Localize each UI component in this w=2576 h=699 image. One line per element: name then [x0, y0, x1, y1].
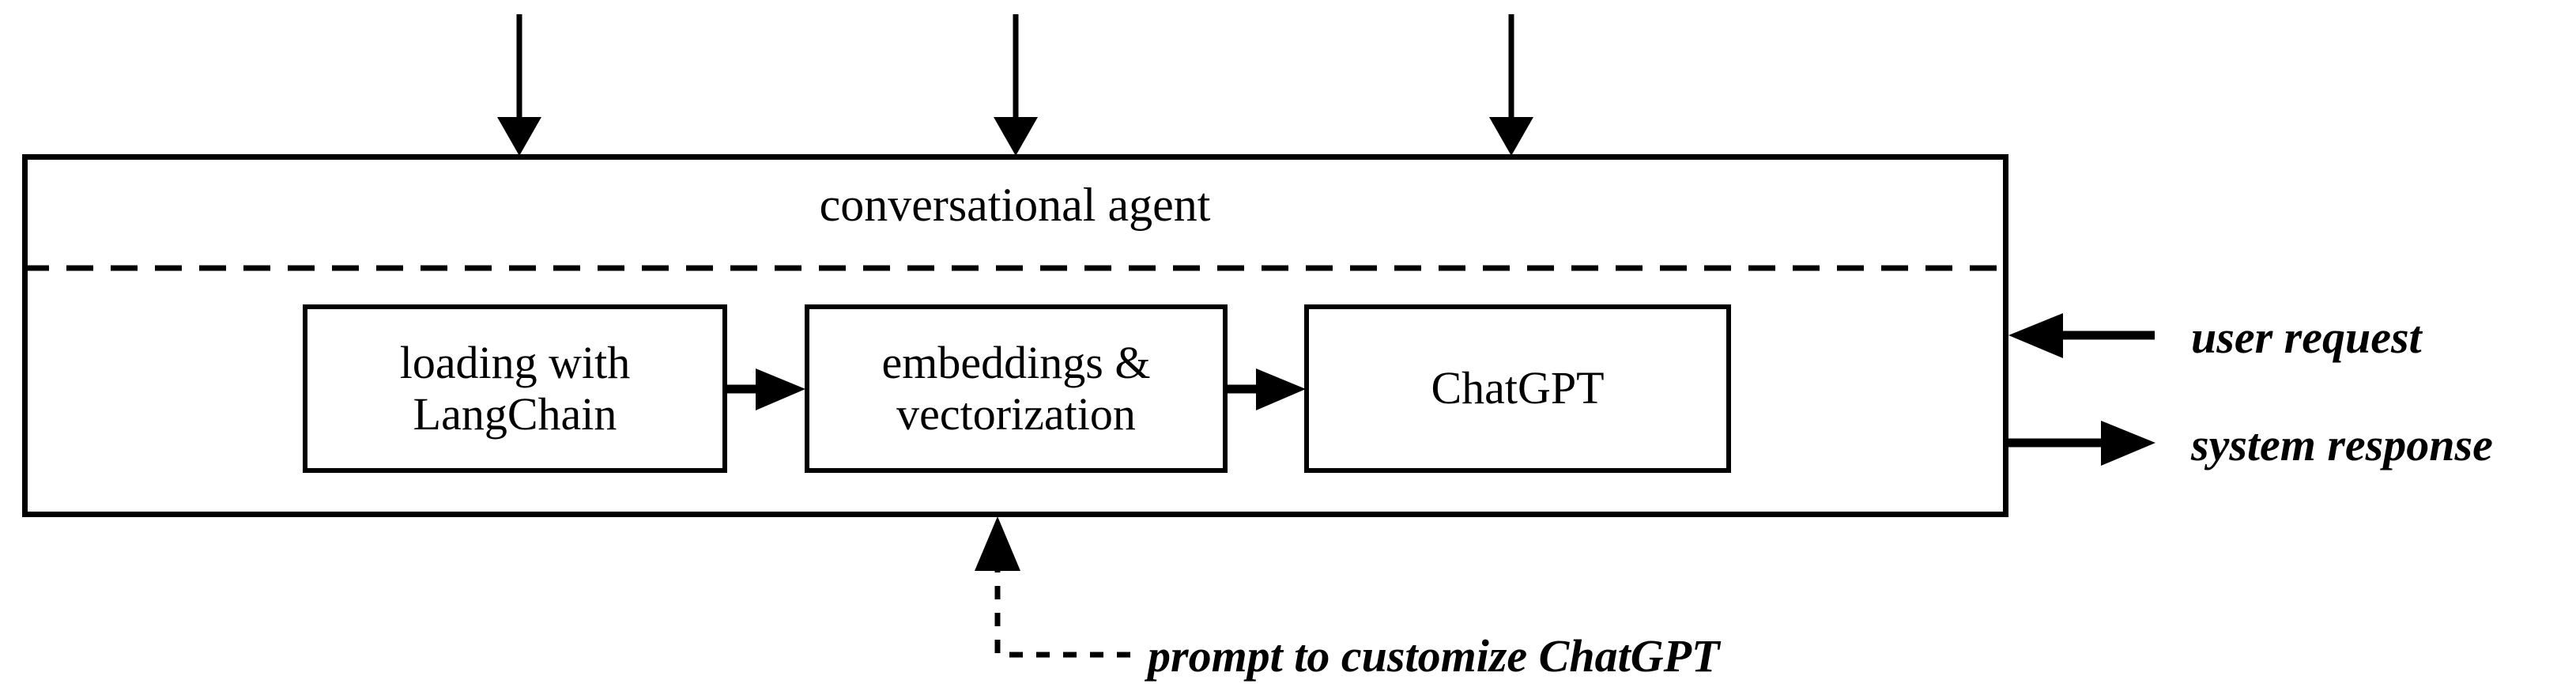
connector-arrow-loading-to-embeddings [727, 368, 805, 410]
prompt-dotted-connector [975, 516, 1130, 658]
conversational-agent-container [22, 154, 2008, 517]
conversational-agent-title: conversational agent [819, 179, 1211, 231]
pipeline-box-chatgpt-line1: ChatGPT [1431, 362, 1605, 414]
top-input-arrow-1 [497, 14, 541, 156]
pipeline-box-embeddings-line2: vectorization [896, 387, 1136, 440]
system-response-label: system response [2191, 419, 2493, 470]
pipeline-box-loading-line2: LangChain [413, 387, 617, 440]
top-input-arrow-2 [994, 14, 1038, 156]
top-input-arrow-3 [1489, 14, 1533, 156]
pipeline-box-chatgpt[interactable] [1304, 304, 1731, 473]
connector-arrow-embeddings-to-chatgpt [1228, 368, 1306, 410]
prompt-annotation-label: prompt to customize ChatGPT [1148, 630, 1720, 682]
pipeline-box-loading-line1: loading with [399, 336, 631, 388]
user-request-arrow [2008, 313, 2155, 358]
pipeline-box-chatgpt-label: ChatGPT [1304, 304, 1731, 473]
pipeline-box-embeddings-line1: embeddings & [881, 336, 1151, 388]
pipeline-box-loading[interactable] [303, 304, 727, 473]
pipeline-box-embeddings-label: embeddings & vectorization [805, 304, 1228, 473]
pipeline-box-loading-label: loading with LangChain [303, 304, 727, 473]
user-request-label: user request [2191, 312, 2422, 363]
system-response-arrow [2008, 421, 2155, 466]
pipeline-box-embeddings[interactable] [805, 304, 1228, 473]
